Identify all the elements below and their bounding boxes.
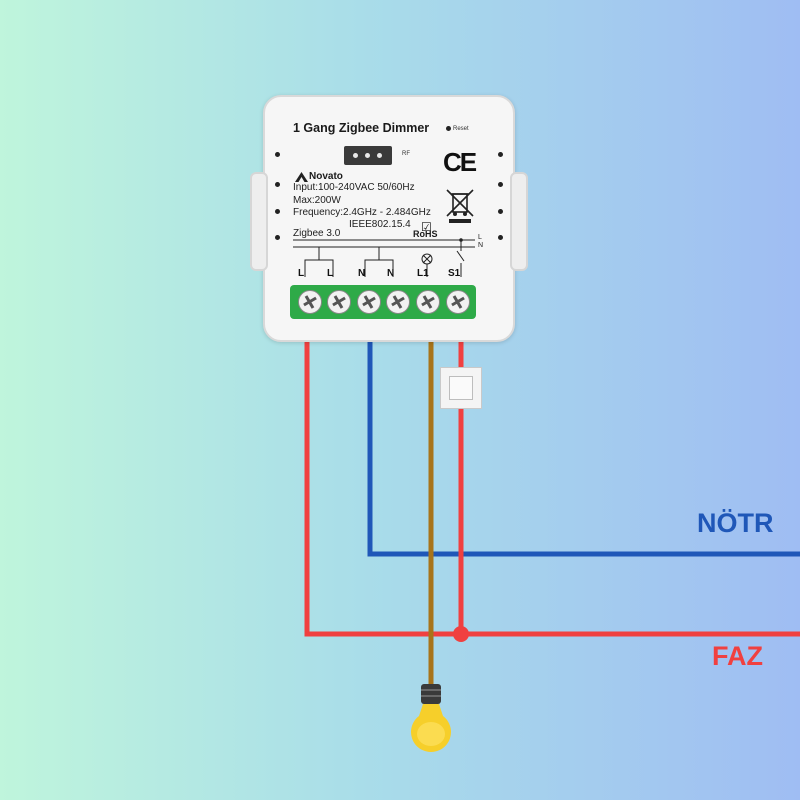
terminal-label-n2: N bbox=[387, 268, 395, 279]
rf-label: RF bbox=[402, 151, 410, 157]
terminal-label-l2: L bbox=[327, 268, 334, 279]
brand-name: Novato bbox=[309, 171, 343, 182]
terminal-label-load: L1 bbox=[417, 268, 429, 279]
rohs-label: RoHS bbox=[413, 229, 438, 239]
terminal-screw bbox=[386, 290, 410, 314]
mounting-ear-left bbox=[250, 172, 268, 271]
terminal-screw bbox=[357, 290, 381, 314]
terminal-label-switch: S1 bbox=[448, 268, 461, 279]
device-title: 1 Gang Zigbee Dimmer bbox=[293, 121, 430, 135]
bus-label-n: N bbox=[478, 242, 484, 249]
terminal-screw bbox=[327, 290, 351, 314]
phase-label: FAZ bbox=[712, 641, 763, 671]
reset-button[interactable] bbox=[446, 126, 451, 131]
rf-connector bbox=[344, 146, 392, 165]
spec-input: Input:100-240VAC 50/60Hz bbox=[293, 182, 415, 193]
terminal-screw bbox=[416, 290, 440, 314]
neutral-label: NÖTR bbox=[697, 508, 774, 538]
junction-dot bbox=[453, 626, 469, 642]
phase-wire bbox=[304, 338, 800, 637]
weee-bin-icon bbox=[446, 189, 474, 223]
zigbee-version: Zigbee 3.0 bbox=[293, 228, 341, 239]
terminal-label-l1: L bbox=[298, 268, 305, 279]
light-bulb-icon bbox=[411, 684, 451, 752]
novato-logo-icon bbox=[295, 172, 308, 182]
wall-switch bbox=[440, 367, 482, 409]
ce-mark: CE bbox=[443, 147, 477, 177]
terminal-schematic bbox=[293, 238, 475, 277]
rohs-check-icon: ☑ bbox=[421, 220, 432, 234]
terminal-screw bbox=[446, 290, 470, 314]
terminal-screw bbox=[298, 290, 322, 314]
mounting-ear-right bbox=[510, 172, 528, 271]
bus-label-l: L bbox=[478, 234, 482, 241]
zigbee-dimmer-module: 1 Gang Zigbee Dimmer Reset RF CE Novato … bbox=[250, 95, 528, 342]
terminal-label-n1: N bbox=[358, 268, 366, 279]
spec-standard: IEEE802.15.4 bbox=[349, 219, 411, 230]
spec-frequency: Frequency:2.4GHz - 2.484GHz bbox=[293, 207, 431, 218]
spec-max: Max:200W bbox=[293, 195, 341, 206]
terminal-block bbox=[290, 285, 476, 319]
reset-label: Reset bbox=[453, 126, 469, 132]
neutral-wire bbox=[367, 338, 800, 557]
